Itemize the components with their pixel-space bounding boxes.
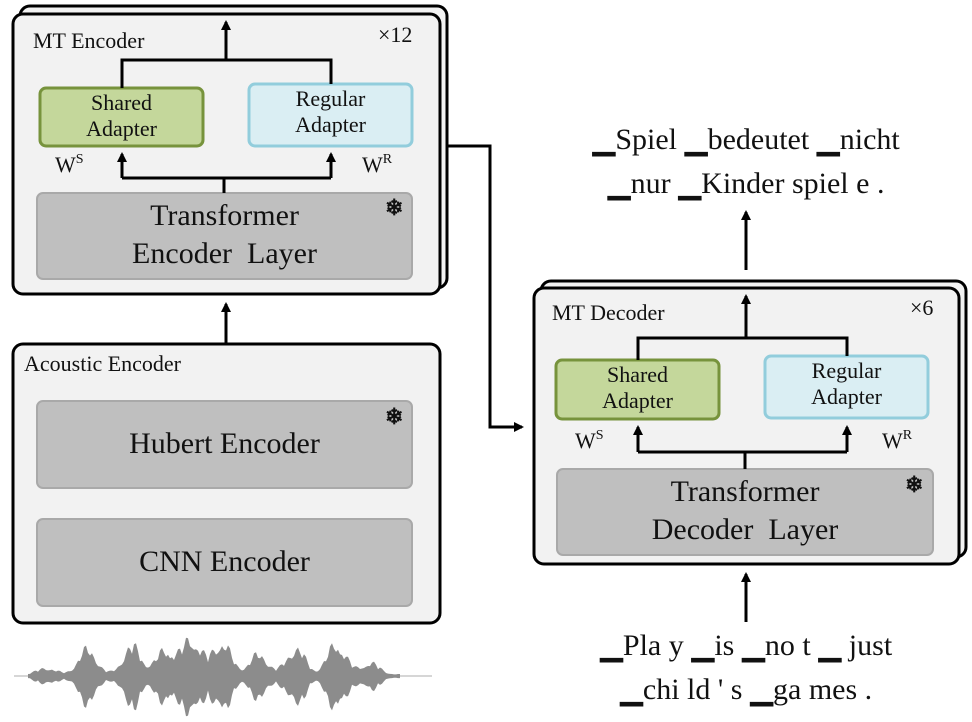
encoder-shared-weight: WS (55, 152, 84, 177)
hubert-encoder-box (36, 400, 413, 489)
output-text-line1: ▁Spiel ▁bedeutet ▁nicht (592, 123, 900, 156)
decoder-regular-adapter: Regular Adapter (765, 358, 928, 410)
decoder-shared-adapter-line2: Adapter (602, 388, 673, 413)
transformer-encoder-layer: Transformer Encoder Layer (37, 197, 412, 273)
audio-waveform-icon (14, 637, 432, 717)
mt-decoder-repeat-count: ×6 (910, 295, 934, 320)
input-text-line2: ▁chi ld ' s ▁ga mes . (619, 673, 873, 706)
transformer-encoder-layer-line2: Encoder Layer (132, 237, 317, 270)
encoder-shared-adapter-line1: Shared (90, 90, 153, 115)
encoder-regular-adapter: Regular Adapter (249, 86, 412, 138)
mt-encoder-title: MT Encoder (33, 28, 145, 53)
input-text-line1: ▁Pla y ▁is ▁no t ▁ just (599, 629, 893, 662)
transformer-encoder-layer-line1: Transformer (150, 199, 299, 232)
encoder-regular-weight: WR (362, 152, 393, 177)
acoustic-encoder-title: Acoustic Encoder (24, 351, 181, 376)
cnn-encoder-label: CNN Encoder (139, 545, 310, 578)
decoder-split-connector (638, 450, 847, 469)
cnn-encoder-box (36, 518, 413, 607)
mt-encoder-repeat-count: ×12 (378, 22, 413, 47)
mt-decoder-title: MT Decoder (552, 300, 665, 325)
encoder-shared-adapter: Shared Adapter (40, 90, 203, 142)
encoder-shared-adapter-line2: Adapter (86, 116, 157, 141)
encoder-to-decoder-arrow (448, 144, 524, 432)
output-text-line2: ▁nur ▁Kinder spiel e . (607, 167, 885, 200)
output-translation-text: ▁Spiel ▁bedeutet ▁nicht ▁nur ▁Kinder spi… (540, 118, 952, 206)
encoder-regular-adapter-line2: Adapter (295, 112, 366, 137)
snowflake-frozen-icon: ❄ (905, 472, 924, 497)
transformer-decoder-layer: Transformer Decoder Layer (557, 473, 933, 549)
transformer-decoder-layer-line1: Transformer (670, 475, 820, 508)
decoder-regular-weight: WR (882, 428, 913, 453)
snowflake-frozen-icon: ❄ (385, 195, 404, 220)
transformer-decoder-layer-line2: Decoder Layer (651, 513, 839, 546)
decoder-shared-adapter: Shared Adapter (556, 362, 719, 414)
decoder-shared-weight: WS (575, 428, 604, 453)
encoder-regular-adapter-line1: Regular (295, 86, 366, 111)
snowflake-frozen-icon: ❄ (385, 404, 404, 429)
decoder-regular-adapter-line2: Adapter (811, 384, 882, 409)
decoder-regular-adapter-line1: Regular (811, 358, 882, 383)
encoder-split-connector (122, 176, 331, 193)
decoder-shared-adapter-line1: Shared (606, 362, 669, 387)
hubert-encoder-label: Hubert Encoder (129, 427, 320, 460)
input-source-text: ▁Pla y ▁is ▁no t ▁ just ▁chi ld ' s ▁ga … (540, 624, 952, 712)
